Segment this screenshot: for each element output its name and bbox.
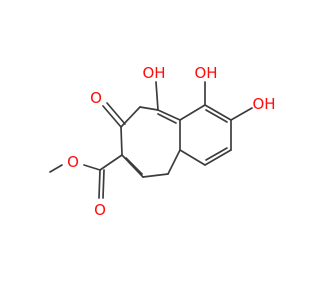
bond [49,164,63,173]
bond [121,154,144,178]
bond [157,109,181,121]
ester-oxygen-label: O [67,153,79,171]
bond [139,106,159,111]
bond [204,149,232,166]
atom-labels: O OH OH OH O O [67,64,275,219]
bond [83,164,101,171]
bond [179,149,206,166]
molecule-structure: O OH OH OH O O [49,64,276,219]
hydroxyl-top-label: OH [142,64,165,82]
bond [204,104,232,121]
carbonyl-oxygen-label: O [94,201,106,219]
bond [102,169,105,199]
hydroxyl-upper-right-label: OH [194,64,217,82]
bond [142,173,169,178]
bonds [49,81,253,199]
bond [120,126,123,156]
bond [106,102,126,125]
bond [155,81,159,111]
bond [102,105,122,128]
bond [167,149,181,175]
bond [230,107,253,121]
bond [157,113,177,124]
bond [205,109,228,123]
bond [99,154,123,171]
bond [179,104,206,121]
ketone-oxygen-label: O [90,89,102,107]
bond [125,157,143,175]
bond [98,169,101,199]
bond [205,147,228,161]
hydroxyl-right-label: OH [252,95,275,113]
bond [120,106,141,128]
